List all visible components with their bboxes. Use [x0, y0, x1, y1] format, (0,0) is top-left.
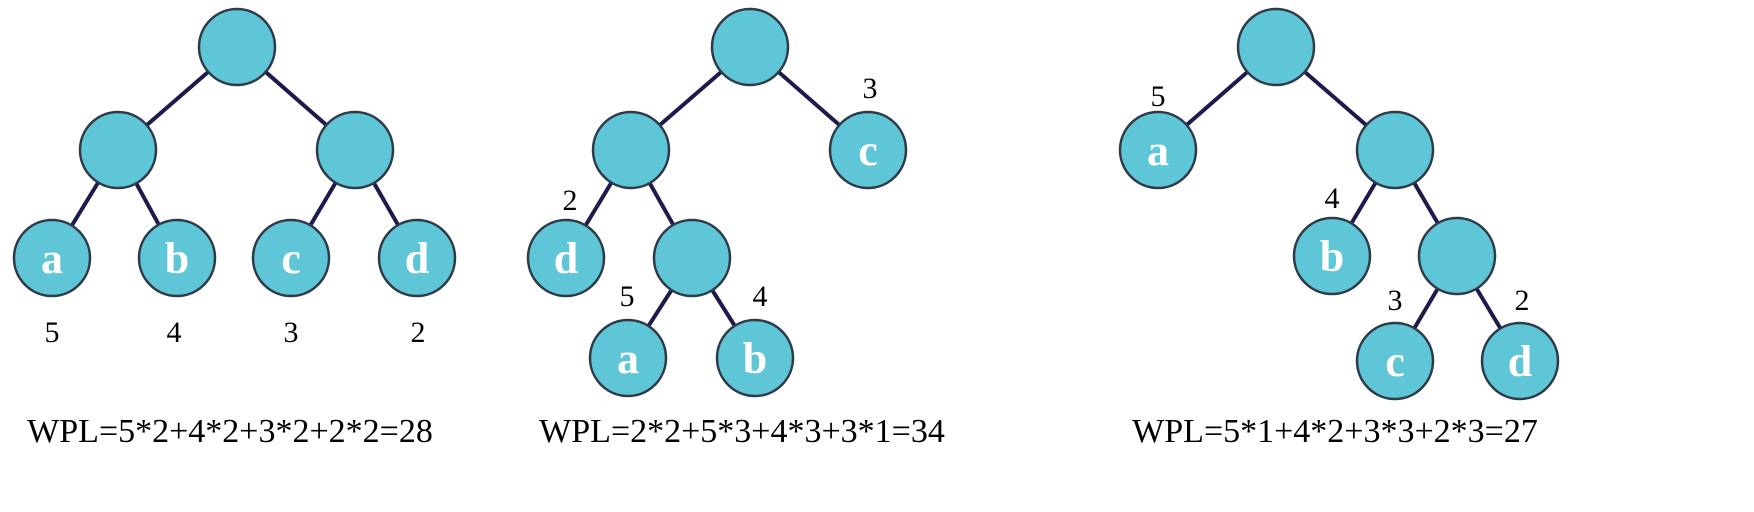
tree-node-leaf-b: b	[715, 318, 795, 398]
node-label: a	[617, 334, 639, 383]
weight-label: 3	[1388, 284, 1403, 317]
weight-label: 4	[753, 280, 768, 313]
tree-3: a b c d 5 4 3 2 WPL=5*1+4*2+3*3+2*3=27	[1118, 7, 1560, 450]
node-label: b	[1320, 232, 1344, 281]
weight-label: 2	[411, 316, 426, 349]
weight-label: 5	[620, 280, 635, 313]
weight-label: 4	[167, 316, 182, 349]
tree-node-internal	[315, 110, 395, 190]
weight-label: 2	[563, 184, 578, 217]
node-label: d	[405, 234, 429, 283]
tree-node-leaf-c: c	[828, 110, 908, 190]
weight-label: 2	[1515, 284, 1530, 317]
node-label: d	[1508, 337, 1532, 386]
tree-node-leaf-a: a	[588, 318, 668, 398]
tree-2: c d a b 3 2 5 4 WPL=2*2+5*3+4*3+3*1=34	[526, 7, 945, 450]
wpl-formula: WPL=5*1+4*2+3*3+2*3=27	[1132, 413, 1538, 450]
tree-node-root	[197, 7, 277, 87]
tree-1: a b c d 5 4 3 2 WPL=5*2+4*2+3*2+2*2=28	[12, 7, 457, 450]
tree-node-leaf-c: c	[1355, 321, 1435, 401]
weight-label: 4	[1325, 182, 1340, 215]
tree-node-root	[1236, 7, 1316, 87]
tree-node-internal	[1355, 110, 1435, 190]
tree-node-leaf-c: c	[251, 218, 331, 298]
tree-node-leaf-a: a	[1118, 110, 1198, 190]
weight-label: 3	[863, 72, 878, 105]
tree-node-internal	[591, 110, 671, 190]
tree-node-leaf-a: a	[12, 218, 92, 298]
node-label: c	[281, 234, 301, 283]
node-label: b	[165, 234, 189, 283]
tree-node-internal	[78, 110, 158, 190]
weight-label: 5	[1151, 80, 1166, 113]
wpl-formula: WPL=2*2+5*3+4*3+3*1=34	[539, 413, 945, 450]
weight-label: 3	[284, 316, 299, 349]
tree-node-leaf-d: d	[1480, 321, 1560, 401]
node-label: d	[554, 234, 578, 283]
tree-node-leaf-b: b	[137, 218, 217, 298]
tree-node-leaf-b: b	[1292, 216, 1372, 296]
node-label: b	[743, 334, 767, 383]
node-label: c	[858, 126, 878, 175]
tree-node-leaf-d: d	[526, 218, 606, 298]
node-label: a	[1147, 126, 1169, 175]
tree-node-internal	[652, 218, 732, 298]
wpl-formula: WPL=5*2+4*2+3*2+2*2=28	[27, 413, 433, 450]
node-label: a	[41, 234, 63, 283]
tree-node-internal	[1417, 216, 1497, 296]
tree-node-root	[710, 7, 790, 87]
weight-label: 5	[45, 316, 60, 349]
tree-node-leaf-d: d	[377, 218, 457, 298]
node-label: c	[1385, 337, 1405, 386]
